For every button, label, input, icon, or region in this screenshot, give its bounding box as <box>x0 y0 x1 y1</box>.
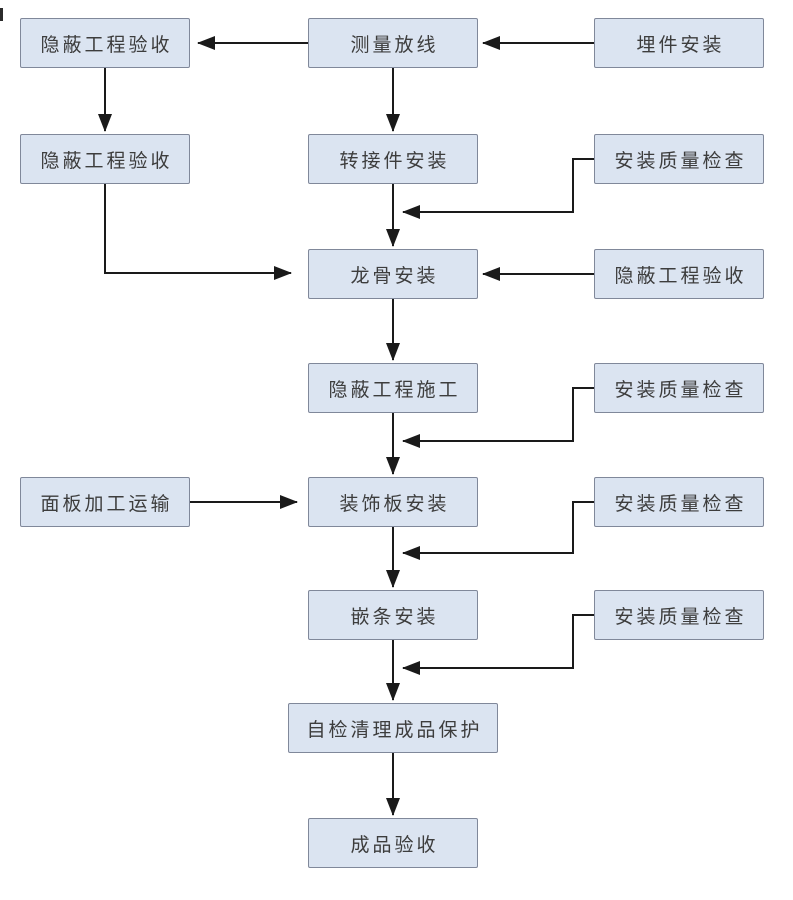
node-measurement-setting-out: 测量放线 <box>308 18 478 68</box>
node-concealed-work-acceptance-3: 隐蔽工程验收 <box>594 249 764 299</box>
node-trim-strip-installation: 嵌条安装 <box>308 590 478 640</box>
node-concealed-work-acceptance-1: 隐蔽工程验收 <box>20 18 190 68</box>
node-decorative-panel-installation: 装饰板安装 <box>308 477 478 527</box>
node-installation-quality-check-1: 安装质量检查 <box>594 134 764 184</box>
connector-qualitycheck2-join <box>402 387 594 448</box>
node-finished-product-acceptance: 成品验收 <box>308 818 478 868</box>
node-adapter-installation: 转接件安装 <box>308 134 478 184</box>
node-installation-quality-check-2: 安装质量检查 <box>594 363 764 413</box>
node-installation-quality-check-4: 安装质量检查 <box>594 590 764 640</box>
connector-qualitycheck3-join <box>402 501 594 560</box>
connector-qualitycheck1-join <box>402 158 594 219</box>
connector-acceptance2-to-keel <box>104 184 292 280</box>
node-installation-quality-check-3: 安装质量检查 <box>594 477 764 527</box>
node-self-inspection-cleanup-product-protection: 自检清理成品保护 <box>288 703 498 753</box>
node-concealed-work-construction: 隐蔽工程施工 <box>308 363 478 413</box>
node-keel-installation: 龙骨安装 <box>308 249 478 299</box>
node-concealed-work-acceptance-2: 隐蔽工程验收 <box>20 134 190 184</box>
node-embedded-parts-installation: 埋件安装 <box>594 18 764 68</box>
connector-qualitycheck4-join <box>402 614 594 675</box>
node-panel-processing-transport: 面板加工运输 <box>20 477 190 527</box>
stray-edge-mark <box>0 8 3 21</box>
